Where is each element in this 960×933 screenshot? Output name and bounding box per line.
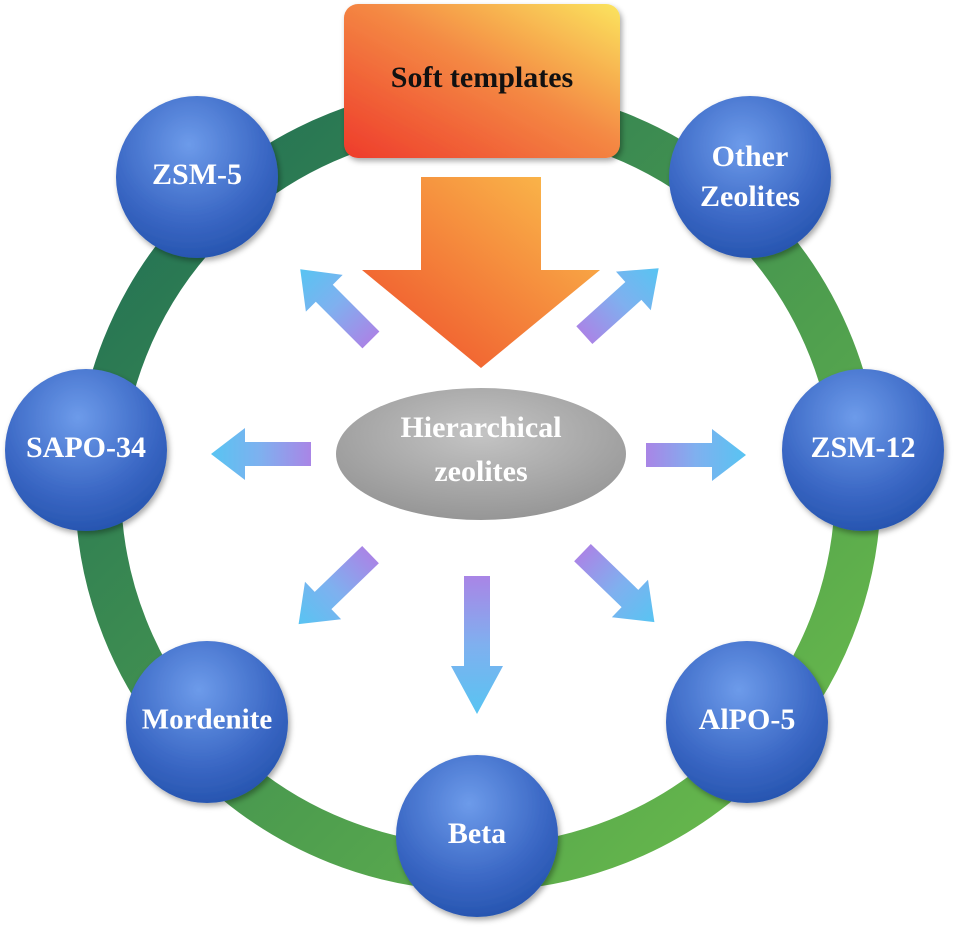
node-other-zeolites — [669, 96, 831, 258]
node-other-zeolites-label-line1: Other — [712, 140, 789, 173]
arrow-to-zsm5 — [300, 269, 380, 349]
soft-templates-box — [344, 4, 620, 158]
hierarchical-zeolites-ellipse — [336, 388, 626, 520]
node-sapo34 — [5, 369, 167, 531]
arrow-to-zsm12 — [646, 429, 746, 481]
node-other-zeolites-label-line2: Zeolites — [700, 180, 800, 213]
template-down-arrow — [362, 177, 600, 368]
arrow-to-other-zeolites — [576, 268, 659, 345]
center-label-line2: zeolites — [434, 455, 527, 488]
node-beta-label: Beta — [448, 817, 506, 850]
node-beta — [396, 755, 558, 917]
node-mordenite-label: Mordenite — [142, 704, 273, 736]
node-zsm12 — [782, 369, 944, 531]
node-sapo34-label: SAPO-34 — [26, 431, 146, 464]
center-label-line1: Hierarchical — [400, 411, 561, 444]
arrow-to-sapo34 — [211, 428, 311, 480]
node-zsm5-label: ZSM-5 — [152, 158, 242, 191]
radial-arrows — [211, 268, 746, 714]
soft-templates-label: Soft templates — [391, 61, 573, 94]
node-mordenite — [126, 641, 288, 803]
node-alpo5-label: AlPO-5 — [699, 703, 796, 736]
arrow-to-beta — [451, 576, 503, 714]
arrow-to-mordenite — [298, 546, 379, 625]
node-zsm5 — [116, 96, 278, 258]
arrow-to-alpo5 — [574, 544, 655, 623]
node-zsm12-label: ZSM-12 — [811, 431, 916, 464]
node-alpo5 — [666, 641, 828, 803]
